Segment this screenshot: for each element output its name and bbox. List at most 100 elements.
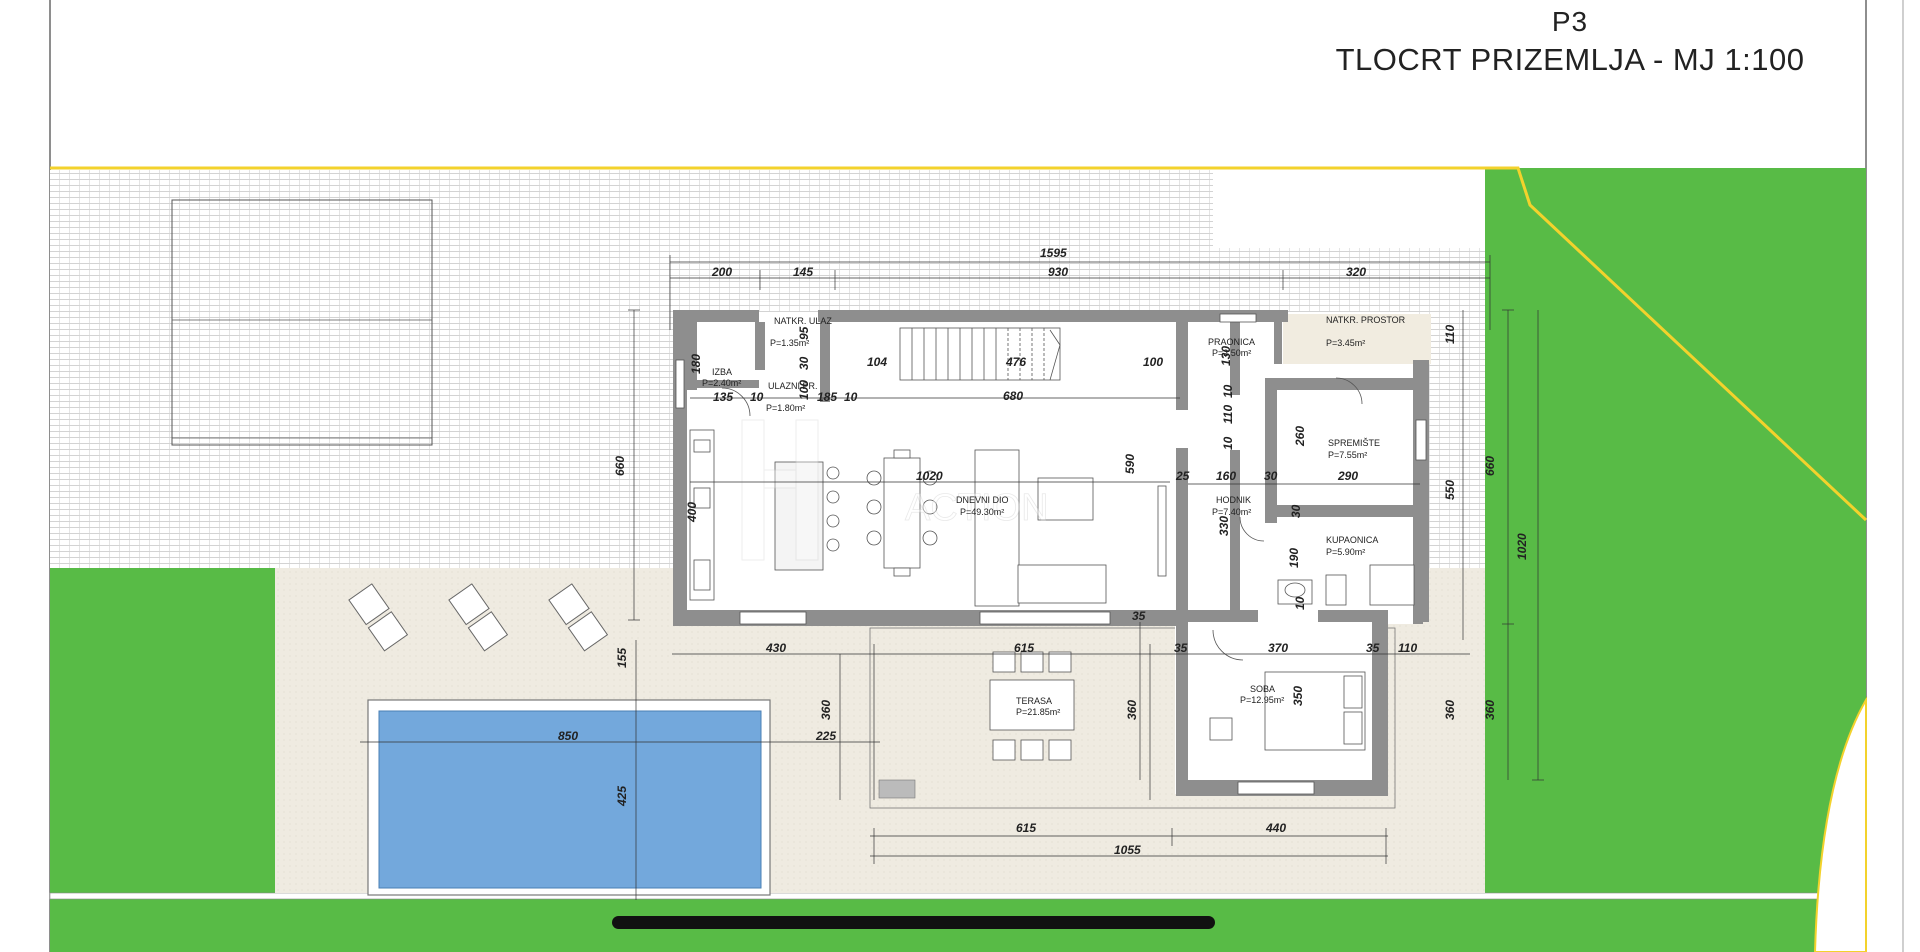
dim-right-360b: 360 [1443, 700, 1457, 720]
dim-35c: 35 [1366, 641, 1380, 655]
dim-pool-425: 425 [615, 786, 629, 807]
dim-370: 370 [1268, 641, 1288, 655]
terrace-table [989, 651, 1075, 761]
dim-bot-1055: 1055 [1114, 843, 1141, 857]
dim-right-660: 660 [1483, 456, 1497, 476]
dim-ter-615: 615 [1014, 641, 1034, 655]
dim-400: 400 [685, 502, 699, 523]
dim-10d: 10 [1221, 436, 1235, 450]
room-area: P=12.95m² [1240, 695, 1284, 705]
dim-100v: 100 [797, 380, 811, 400]
room-name: NATKR. PROSTOR [1326, 315, 1406, 325]
home-indicator-bar[interactable] [612, 916, 1215, 929]
kitchen-units [689, 429, 840, 601]
windows [675, 313, 1427, 795]
dim-pool-225: 225 [815, 729, 836, 743]
watermark-logo [741, 419, 819, 561]
bedroom-bed [1209, 671, 1366, 751]
room-area: P=2.40m² [702, 378, 741, 388]
drawing-title: TLOCRT PRIZEMLJA - MJ 1:100 [1335, 42, 1805, 77]
dim-590: 590 [1123, 454, 1137, 474]
dim-top-c: 930 [1048, 265, 1068, 279]
terrace-outline [869, 627, 1396, 809]
dim-330: 330 [1217, 516, 1231, 536]
dim-35b: 35 [1174, 641, 1188, 655]
dim-right-110: 110 [1443, 325, 1457, 344]
lawn-east-fill [1485, 168, 1866, 900]
dim-ter-360b: 360 [1125, 700, 1139, 720]
swimming-pool [378, 710, 762, 889]
dim-680: 680 [1003, 389, 1023, 403]
dim-180: 180 [689, 354, 703, 374]
room-name: DNEVNI DIO [956, 495, 1009, 505]
dim-10e: 10 [1293, 596, 1307, 610]
dim-30a: 30 [797, 356, 811, 370]
room-area: P=5.90m² [1326, 547, 1365, 557]
dim-top-d: 320 [1346, 265, 1366, 279]
dim-right-1020: 1020 [1515, 533, 1529, 560]
dim-right-550: 550 [1443, 480, 1457, 500]
living-sofa [974, 449, 1167, 607]
room-name: HODNIK [1216, 495, 1251, 505]
sheet-number: P3 [1551, 6, 1589, 37]
dim-ter-430: 430 [765, 641, 786, 655]
dim-135: 135 [713, 390, 733, 404]
dim-top-b: 145 [793, 265, 813, 279]
dim-95: 95 [797, 326, 811, 340]
room-name: SOBA [1250, 684, 1275, 694]
dim-10a: 10 [750, 390, 764, 404]
dim-30c: 30 [1289, 504, 1303, 518]
room-name: KUPAONICA [1326, 535, 1378, 545]
dim-right-360: 360 [1483, 700, 1497, 720]
room-name: TERASA [1016, 696, 1052, 706]
room-area: P=21.85m² [1016, 707, 1060, 717]
watermark-text: ACTION [905, 487, 1049, 529]
dim-10b: 10 [844, 390, 858, 404]
dim-190: 190 [1287, 548, 1301, 568]
room-area: P=1.80m² [766, 403, 805, 413]
dim-ter-360: 360 [819, 700, 833, 720]
corner-plot-edge [1813, 696, 1867, 952]
room-name: SPREMIŠTE [1328, 438, 1380, 448]
room-name: IZBA [712, 367, 732, 377]
room-area: P=1.35m² [770, 338, 809, 348]
dim-top-a: 200 [711, 265, 732, 279]
room-name: NATKR. ULAZ [774, 316, 832, 326]
dim-350: 350 [1291, 686, 1305, 706]
dimension-lines [360, 255, 1544, 900]
dim-35a: 35 [1132, 609, 1146, 623]
dim-160: 160 [1216, 469, 1236, 483]
dim-pool-155: 155 [615, 648, 629, 668]
door-swings [721, 377, 1363, 661]
dim-10c: 10 [1221, 384, 1235, 398]
room-area: P=2.50m² [1212, 348, 1251, 358]
room-area: P=7.55m² [1328, 450, 1367, 460]
dim-bot-615: 615 [1016, 821, 1036, 835]
property-line [50, 166, 1868, 522]
dim-1020: 1020 [916, 469, 943, 483]
staircase [899, 327, 1061, 381]
dim-110: 110 [1221, 405, 1235, 424]
dim-110b: 110 [1398, 641, 1417, 655]
dim-25: 25 [1175, 469, 1190, 483]
lawn-west [50, 568, 275, 898]
dim-130: 130 [1219, 346, 1233, 366]
dim-top-total: 1595 [1040, 246, 1067, 260]
room-area: P=3.45m² [1326, 338, 1365, 348]
covered-space-floor [1283, 314, 1431, 364]
dim-left-660: 660 [613, 456, 627, 476]
bathroom-fixtures [1277, 564, 1415, 606]
dimension-labels: 1595 200 145 930 320 104 476 100 680 135… [558, 246, 1529, 857]
room-area: P=49.30m² [960, 507, 1004, 517]
dim-290: 290 [1337, 469, 1358, 483]
dining-table [866, 449, 938, 577]
dim-30b: 30 [1264, 469, 1278, 483]
dim-pool-850: 850 [558, 729, 578, 743]
south-path [49, 892, 1867, 900]
dim-476: 476 [1005, 355, 1026, 369]
dim-104: 104 [867, 355, 887, 369]
dim-260: 260 [1293, 426, 1307, 447]
deck-outline [171, 199, 433, 446]
room-area: P=7.40m² [1212, 507, 1251, 517]
